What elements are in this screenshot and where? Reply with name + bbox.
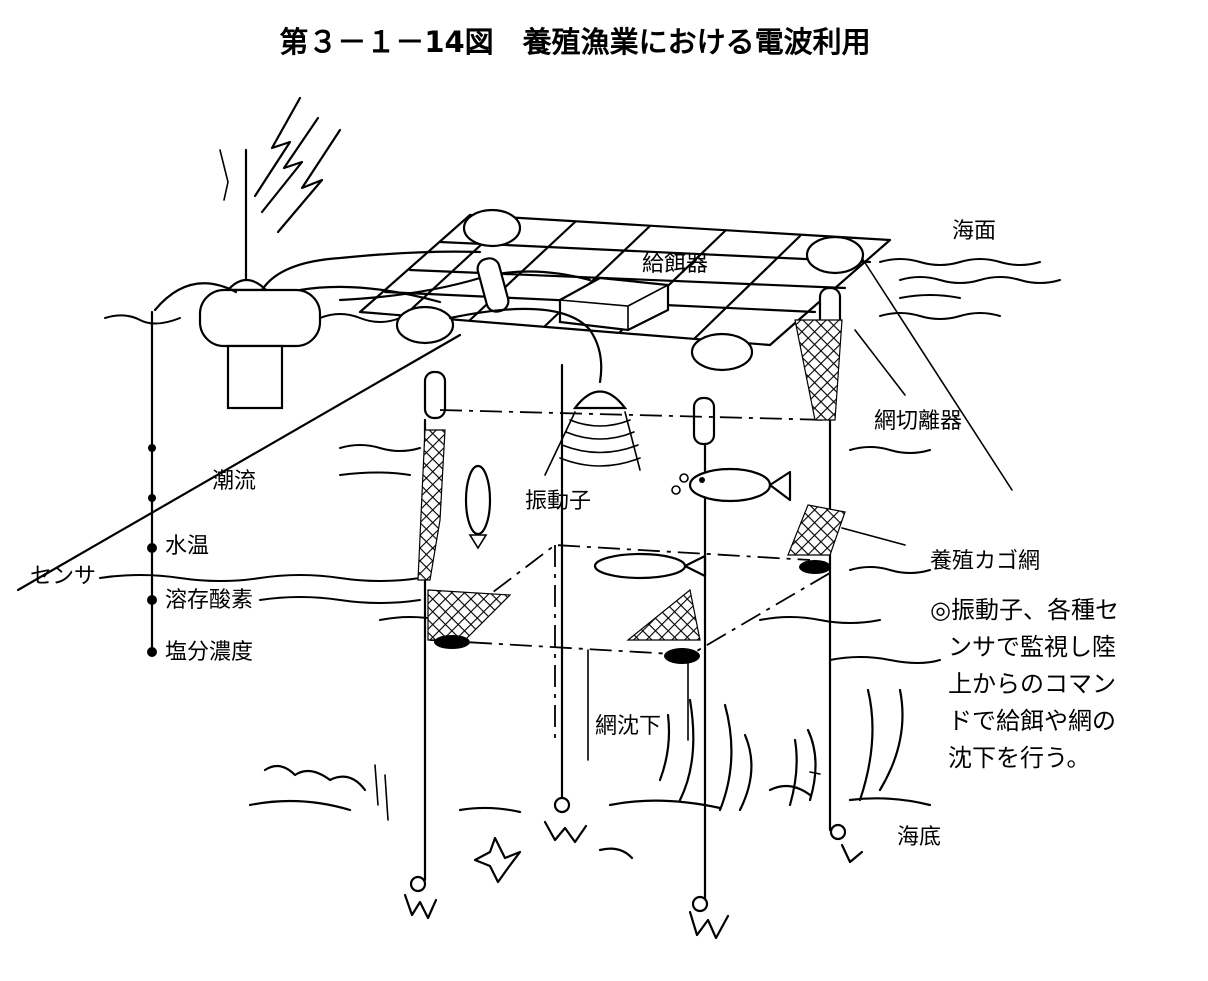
label-net-lowering: 網沈下 — [595, 714, 661, 739]
sea-surface-waves — [99, 258, 1061, 664]
label-cage-net: 養殖カゴ網 — [930, 549, 1040, 574]
radio-buoy — [198, 148, 322, 410]
corner-floats — [395, 208, 865, 372]
diagram-title: 第３－１－14図 養殖漁業における電波利用 — [279, 25, 870, 59]
label-sensor: センサ — [30, 564, 96, 589]
net-weights — [434, 560, 831, 664]
svg-text:沈下を行う。: 沈下を行う。 — [948, 744, 1091, 772]
label-water-temp: 水温 — [165, 534, 209, 559]
cage-nets — [417, 319, 846, 641]
explanatory-note: ◎振動子、各種セ ンサで監視し陸 上からのコマン ドで給餌や網の 沈下を行う。 — [930, 596, 1119, 772]
label-dissolved-oxygen: 溶存酸素 — [165, 588, 253, 613]
label-sea-surface: 海面 — [952, 219, 996, 244]
vibrator-sonar — [448, 307, 641, 476]
label-seabed: 海底 — [897, 825, 941, 850]
anchor-icon — [403, 796, 864, 940]
svg-text:◎振動子、各種セ: ◎振動子、各種セ — [930, 596, 1119, 624]
label-vibrator: 振動子 — [525, 489, 591, 514]
label-tidal-current: 潮流 — [212, 469, 256, 494]
radio-wave-icon — [219, 96, 342, 234]
sensor-cable — [147, 310, 157, 657]
svg-text:ドで給餌や網の: ドで給餌や網の — [948, 707, 1116, 735]
feeder-box — [558, 276, 670, 332]
leader-lines — [16, 257, 1013, 592]
label-feeder: 給餌器 — [642, 252, 708, 277]
support-ropes — [423, 333, 832, 902]
fish-icon — [464, 464, 792, 580]
svg-text:上からのコマン: 上からのコマン — [948, 670, 1116, 698]
label-net-cutter: 網切離器 — [874, 409, 962, 434]
seabed — [248, 688, 932, 884]
label-salinity: 塩分濃度 — [165, 640, 253, 665]
svg-text:ンサで監視し陸: ンサで監視し陸 — [948, 633, 1116, 661]
